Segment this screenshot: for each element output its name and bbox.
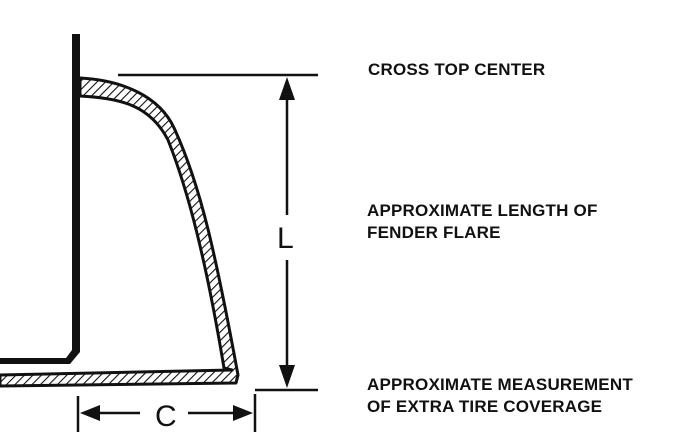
coverage-label-line2: OF EXTRA TIRE COVERAGE (367, 397, 603, 416)
length-dimension-letter: L (277, 222, 294, 255)
length-arrowhead-down (279, 365, 295, 388)
coverage-label-line1: APPROXIMATE MEASUREMENT (367, 375, 633, 394)
body-panel (0, 34, 80, 364)
length-label-line2: FENDER FLARE (367, 223, 501, 242)
fender-flare-section (0, 76, 240, 388)
length-label-line1: APPROXIMATE LENGTH OF (367, 201, 598, 220)
coverage-dimension-letter: C (155, 400, 177, 433)
cross-top-center-label: CROSS TOP CENTER (368, 60, 546, 79)
coverage-arrowhead-left (80, 405, 100, 421)
length-arrowhead-up (279, 77, 295, 100)
coverage-arrowhead-right (233, 405, 253, 421)
